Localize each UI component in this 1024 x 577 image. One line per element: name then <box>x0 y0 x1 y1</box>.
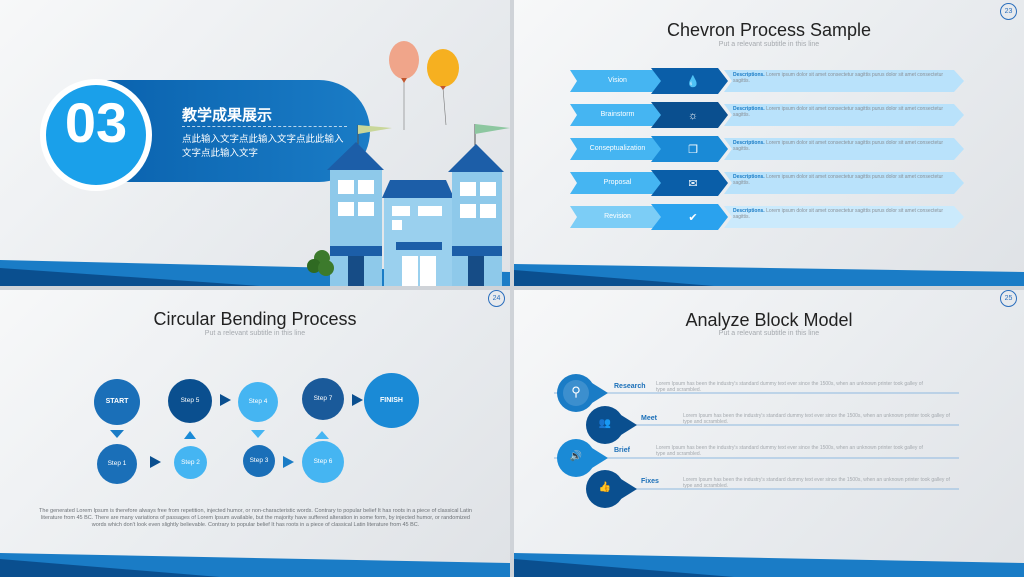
book-icon: ❐ <box>688 144 698 156</box>
chevron-shapes <box>570 136 964 162</box>
chevron-shapes <box>570 68 964 94</box>
block-text: Lorem Ipsum has been the industry's stan… <box>656 381 923 393</box>
title-divider <box>182 126 347 127</box>
slide-subtitle: Put a relevant subtitle in this line <box>718 41 820 48</box>
chevron-row: Conseptualization ❐ Descriptions. Lorem … <box>514 135 1024 165</box>
process-step-4: Step 4 <box>238 382 278 422</box>
people-icon: 👥 <box>598 418 612 429</box>
sun-icon: ☼ <box>687 110 699 122</box>
block-text: Lorem Ipsum has been the industry's stan… <box>683 477 950 489</box>
block-model-graphic <box>554 374 959 508</box>
process-step-6: Step 6 <box>302 441 344 483</box>
chevron-row: Brainstorm ☼ Descriptions. Lorem ipsum d… <box>514 101 1024 131</box>
chat-icon: ✉ <box>688 178 698 190</box>
chevron-label: Revision <box>604 213 631 220</box>
chevron-row: Vision 💧 Descriptions. Lorem ipsum dolor… <box>514 67 1024 97</box>
section-number: 03 <box>64 91 128 154</box>
chevron-description: Descriptions. Lorem ipsum dolor sit amet… <box>733 208 944 220</box>
block-label-fixes: Fixes <box>641 478 659 485</box>
process-step-1: Step 1 <box>97 444 137 484</box>
page-number: 24 <box>488 290 505 307</box>
slide-subtitle: Put a relevant subtitle in this line <box>718 330 820 337</box>
slide-thumbnail-22[interactable]: 03 教学成果展示 点此输入文字点此输入文字点此此输入文字点此输入文字 <box>0 0 510 286</box>
process-description: The generated Lorem Ipsum is therefore a… <box>39 508 472 528</box>
process-step-2: Step 2 <box>174 446 207 479</box>
slide-title: Analyze Block Model <box>685 310 853 330</box>
process-step-5: Step 5 <box>168 379 212 423</box>
speaker-icon: 🔊 <box>569 451 583 462</box>
slide-thumbnail-24[interactable]: 24 Circular Bending Process Put a releva… <box>0 290 510 577</box>
chevron-description: Descriptions. Lorem ipsum dolor sit amet… <box>733 72 944 84</box>
chevron-label: Brainstorm <box>600 111 635 118</box>
search-icon: ⚲ <box>571 384 581 399</box>
process-step-3: Step 3 <box>243 445 275 477</box>
slide-base-wave <box>0 260 510 286</box>
chevron-row: Revision ✔ Descriptions. Lorem ipsum dol… <box>514 203 1024 233</box>
block-text: Lorem Ipsum has been the industry's stan… <box>683 413 950 425</box>
slide-thumbnail-23[interactable]: 23 Chevron Process Sample Put a relevant… <box>514 0 1024 286</box>
section-text: 点此输入文字点此输入文字点此此输入文字点此输入文字 <box>182 134 344 159</box>
chevron-shapes <box>570 170 964 196</box>
section-title: 教学成果展示 <box>182 107 273 124</box>
chevron-description: Descriptions. Lorem ipsum dolor sit amet… <box>733 106 944 118</box>
chevron-description: Descriptions. Lorem ipsum dolor sit amet… <box>733 174 944 186</box>
thumbs-up-icon: 👍 <box>598 482 612 493</box>
chevron-label: Vision <box>608 77 627 84</box>
chevron-shapes <box>570 204 964 230</box>
block-label-brief: Brief <box>614 447 630 454</box>
chevron-description: Descriptions. Lorem ipsum dolor sit amet… <box>733 140 944 152</box>
process-start: START <box>94 379 140 425</box>
chevron-label: Proposal <box>603 179 632 186</box>
chevron-label: Conseptualization <box>589 145 646 152</box>
block-label-meet: Meet <box>641 415 657 422</box>
process-step-7: Step 7 <box>302 378 344 420</box>
slide-base-wave <box>0 553 510 577</box>
section-number-circle <box>40 79 152 191</box>
slide-base-wave <box>514 264 1024 286</box>
page-number: 25 <box>1000 290 1017 307</box>
check-icon: ✔ <box>688 212 698 224</box>
slide-title: Chevron Process Sample <box>666 20 872 40</box>
block-label-research: Research <box>614 383 646 390</box>
page-number: 23 <box>1000 3 1017 20</box>
process-finish: FINISH <box>364 373 419 428</box>
slide-base-wave <box>514 553 1024 577</box>
block-text: Lorem Ipsum has been the industry's stan… <box>656 445 923 457</box>
process-arrows <box>110 394 363 468</box>
chevron-row: Proposal ✉ Descriptions. Lorem ipsum dol… <box>514 169 1024 199</box>
slide-title: Circular Bending Process <box>153 309 357 329</box>
slide-thumbnail-25[interactable]: 25 Analyze Block Model Put a relevant su… <box>514 290 1024 577</box>
slide-subtitle: Put a relevant subtitle in this line <box>204 330 306 337</box>
drops-icon: 💧 <box>686 76 700 88</box>
school-illustration <box>307 41 510 286</box>
chevron-shapes <box>570 102 964 128</box>
